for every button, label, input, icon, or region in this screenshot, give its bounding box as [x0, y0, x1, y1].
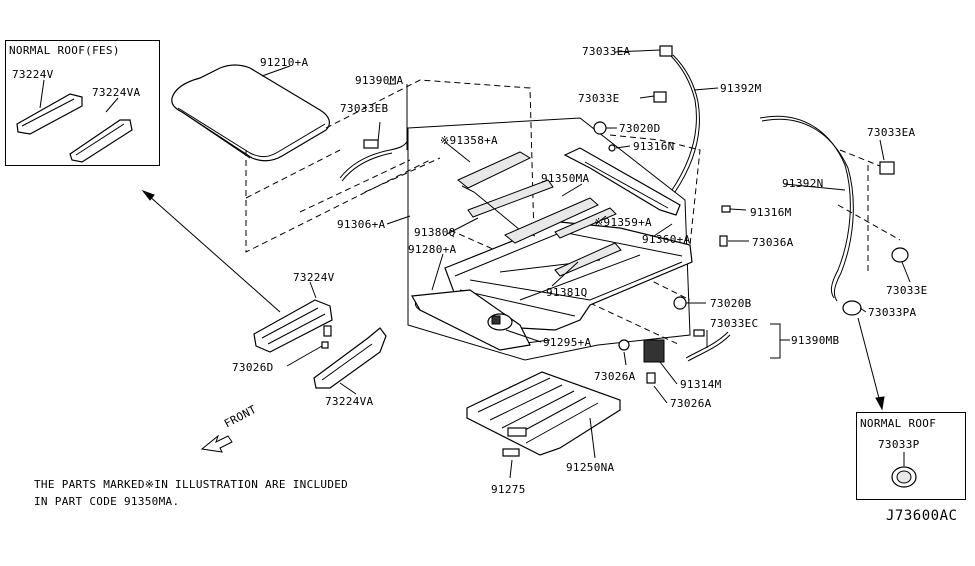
drain-hoses — [339, 54, 854, 362]
part-label-91360a: 91360+A — [642, 233, 691, 246]
part-label-73033ea-top: 73033EA — [582, 45, 631, 58]
part-label-73033pa: 73033PA — [868, 306, 917, 319]
part-label-91350ma: 91350MA — [541, 172, 590, 185]
part-label-91358a: ※91358+A — [440, 134, 498, 147]
part-label-91392m: 91392M — [720, 82, 762, 95]
part-label-91390mb: 91390MB — [791, 334, 840, 347]
note-line-1: THE PARTS MARKED※IN ILLUSTRATION ARE INC… — [34, 478, 349, 491]
sunroof-frame — [411, 147, 693, 351]
glass-panel — [171, 64, 330, 162]
inset-normal-roof-part: 73033P — [878, 438, 920, 451]
part-label-91359a: ※91359+A — [594, 216, 652, 229]
part-label-91280a: 91280+A — [408, 243, 457, 256]
roof-brackets — [253, 299, 387, 389]
part-label-73033eb: 73033EB — [340, 102, 389, 115]
inset-normal-roof-fes — [5, 40, 160, 166]
note-line-2: IN PART CODE 91350MA. — [34, 495, 180, 508]
part-label-91316n: 91316N — [633, 140, 675, 153]
inset-fes-title: NORMAL ROOF(FES) — [9, 44, 120, 57]
part-label-91316m: 91316M — [750, 206, 792, 219]
part-label-73036a: 73036A — [752, 236, 794, 249]
part-label-73224va: 73224VA — [325, 395, 374, 408]
diagram-code: J73600AC — [886, 508, 958, 524]
inset-normal-roof-title: NORMAL ROOF — [860, 417, 937, 430]
part-label-91275: 91275 — [491, 483, 526, 496]
part-label-91380q: 91380Q — [414, 226, 456, 239]
part-label-91250na: 91250NA — [566, 461, 615, 474]
part-label-91306a: 91306+A — [337, 218, 386, 231]
inset-normal-roof — [856, 412, 966, 500]
front-arrow-icon — [200, 434, 233, 453]
sunshade — [466, 371, 621, 457]
part-label-73224v: 73224V — [293, 271, 335, 284]
part-label-73020d: 73020D — [619, 122, 661, 135]
inset-fes-brackets — [16, 93, 133, 163]
part-label-73020b: 73020B — [710, 297, 752, 310]
part-label-91392n: 91392N — [782, 177, 824, 190]
part-label-73026a-a: 73026A — [594, 370, 636, 383]
part-label-91314m: 91314M — [680, 378, 722, 391]
dashed-guide-lines — [245, 79, 901, 346]
part-label-73033e-top: 73033E — [578, 92, 620, 105]
part-label-73026a-b: 73026A — [670, 397, 712, 410]
part-label-73033ea-right: 73033EA — [867, 126, 916, 139]
part-label-91295a: 91295+A — [543, 336, 592, 349]
inset-fes-part-a: 73224V — [12, 68, 54, 81]
part-label-73026d: 73026D — [232, 361, 274, 374]
part-label-91381q: 91381Q — [546, 286, 588, 299]
reference-arrows — [141, 189, 885, 411]
part-label-91390ma: 91390MA — [355, 74, 404, 87]
part-label-73033ec: 73033EC — [710, 317, 759, 330]
part-label-73033e-right: 73033E — [886, 284, 928, 297]
inset-fes-part-b: 73224VA — [92, 86, 141, 99]
leader-lines — [39, 49, 911, 479]
part-label-91210a: 91210+A — [260, 56, 309, 69]
clips-and-fasteners — [363, 45, 909, 384]
